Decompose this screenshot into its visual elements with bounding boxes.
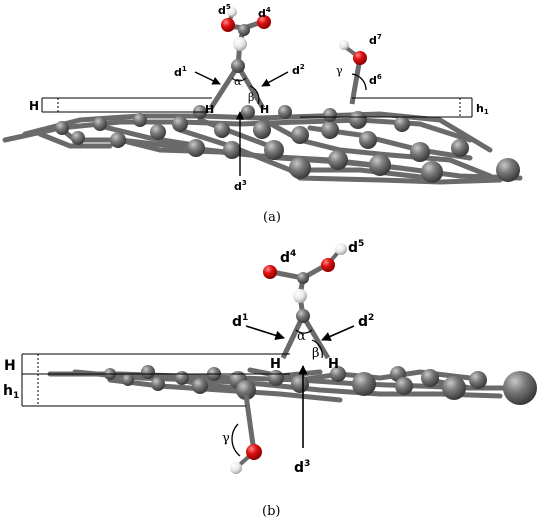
gamma-arc xyxy=(231,423,241,457)
hydroxyl-group-a xyxy=(339,40,367,105)
hydrogen-atom xyxy=(227,7,237,17)
hydroxyl-group-b xyxy=(230,394,262,474)
height-guides-a xyxy=(41,97,473,118)
label-d4: d4 xyxy=(258,6,271,20)
alpha-arc xyxy=(231,77,247,82)
label-d4: d4 xyxy=(280,249,296,266)
label-alpha: α xyxy=(234,75,242,88)
label-beta: β xyxy=(248,91,254,104)
caption-b: (b) xyxy=(262,504,280,519)
label-d5: d5 xyxy=(348,239,364,256)
carboxyl-group-b xyxy=(263,243,347,360)
label-d5: d5 xyxy=(218,3,231,17)
height-guides-b xyxy=(21,353,290,407)
oxygen-atom xyxy=(257,15,271,29)
carboxyl-group-a xyxy=(208,7,271,110)
arrows-b xyxy=(245,325,355,448)
label-gamma: γ xyxy=(222,431,230,446)
beta-arc xyxy=(311,339,323,359)
arrows-a xyxy=(194,71,289,176)
hydrogen-atom xyxy=(339,40,349,50)
label-height-h1: h1 xyxy=(476,102,489,116)
label-gamma: γ xyxy=(336,64,343,77)
atom-label-h-left: H xyxy=(270,357,281,372)
carbon-atom xyxy=(238,24,250,36)
oxygen-atom xyxy=(221,18,235,32)
label-d6: d6 xyxy=(369,73,382,87)
caption-a: (a) xyxy=(263,210,281,225)
label-d2: d2 xyxy=(358,313,374,330)
carbon-atom xyxy=(296,309,310,323)
oxygen-atom xyxy=(353,51,367,65)
atom-label-h-right: H xyxy=(328,357,339,372)
label-d1: d1 xyxy=(174,65,187,79)
oxygen-atom xyxy=(263,265,277,279)
label-beta: β xyxy=(312,346,320,361)
beta-arc xyxy=(249,85,260,105)
hydrogen-atom xyxy=(233,37,247,51)
gamma-arc xyxy=(351,73,367,91)
graphene-atoms-a xyxy=(55,105,520,183)
hydrogen-atom xyxy=(335,243,347,255)
label-d3: d3 xyxy=(234,179,247,193)
label-d2: d2 xyxy=(292,63,305,77)
label-d1: d1 xyxy=(232,313,248,330)
atom-label-h-right: H xyxy=(260,103,269,116)
oxygen-atom xyxy=(246,444,262,460)
label-d7: d7 xyxy=(369,33,382,47)
atom-label-h-left: H xyxy=(205,103,214,116)
panel-a: d5 d4 d1 d2 d3 d7 d6 α β γ H H H h1 (a) xyxy=(2,3,523,225)
label-d3: d3 xyxy=(294,459,310,476)
graphene-atoms-b xyxy=(104,365,537,405)
label-height-h1: h1 xyxy=(3,383,19,401)
hydrogen-atom xyxy=(230,462,242,474)
carbon-atom xyxy=(231,59,245,73)
label-alpha: α xyxy=(297,329,306,344)
carbon-atom xyxy=(297,272,309,284)
oxygen-atom xyxy=(321,258,335,272)
label-height-h: H xyxy=(29,99,39,113)
label-height-h: H xyxy=(4,358,16,374)
panel-b: d4 d5 d1 d2 d3 α β γ H H H h1 (b) xyxy=(3,239,537,519)
hydrogen-atom xyxy=(293,289,307,303)
alpha-arc xyxy=(295,329,313,334)
